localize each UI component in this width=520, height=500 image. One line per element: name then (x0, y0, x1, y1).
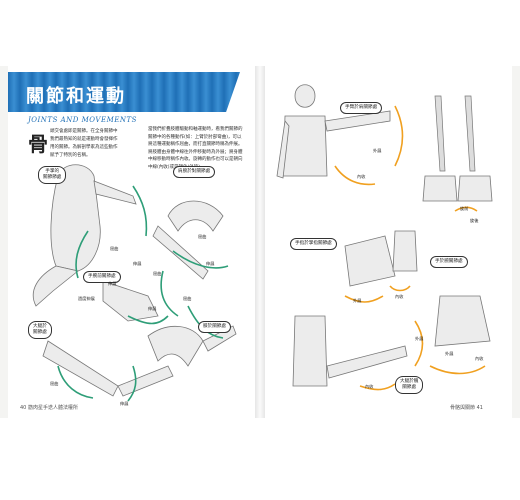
book-spread: 關節和運動 JOINTS AND MOVEMENTS 骨 頭交會處即是關節。在全… (0, 66, 520, 418)
forearm-bone-1 (434, 95, 446, 172)
figure-knee (147, 325, 204, 367)
hand-spread (344, 235, 396, 287)
label-extension-4: 伸展 (148, 306, 157, 311)
arrow-flexion-4 (160, 270, 179, 317)
callout-hand-joint: 手掌的關節節處 (38, 166, 67, 184)
callout-knee-joint: 膝於關節處 (198, 321, 231, 333)
label-adduction-3: 內收 (365, 384, 374, 389)
figure-hand (102, 280, 159, 322)
figure-leg-2 (117, 365, 174, 397)
hand-left (422, 175, 458, 202)
figure-arm (93, 180, 137, 205)
callout-shoulder-joint-text: 肩膀於對關節處 (178, 169, 211, 174)
title-banner: 關節和運動 (8, 72, 240, 112)
callout-thigh-hip-text: 大腿於髖關節處 (400, 379, 419, 390)
figure-arm-raised (324, 110, 391, 132)
callout-hand-finger-text: 手指於掌指關節處 (295, 241, 332, 246)
label-adduction-2: 內收 (395, 294, 404, 299)
arrow-leg-abduction (414, 320, 424, 367)
arrow-arm-abduction (394, 105, 404, 167)
label-extension-1: 伸展 (108, 281, 117, 286)
figure-arm-down (276, 120, 290, 179)
arrow-flexion-5 (127, 315, 169, 325)
label-flexion-2: 屈曲 (198, 234, 207, 239)
right-footer: 骨骼與關節 41 (450, 405, 483, 411)
abduction-arrows (334, 105, 486, 391)
left-footer: 40 筋肉星手迭人體法權所 (20, 405, 78, 411)
figure-torso (50, 164, 101, 272)
page-title: 關節和運動 (26, 86, 126, 107)
figure-legs (292, 315, 328, 387)
arrow-arm-adduction (334, 165, 376, 186)
callout-hip-joint-text: 大腿於關節處 (33, 324, 47, 335)
arrow-flexion-6 (57, 365, 94, 399)
arrow-finger-abduction (344, 295, 384, 303)
left-page: 關節和運動 JOINTS AND MOVEMENTS 骨 頭交會處即是關節。在全… (8, 66, 255, 418)
arrow-rotation (454, 206, 478, 212)
arrow-flexion-1 (75, 230, 89, 279)
page-subtitle: JOINTS AND MOVEMENTS (28, 116, 137, 124)
arrow-finger-adduction (389, 285, 411, 292)
figure-head (294, 84, 316, 108)
label-hyperextension: 過度伸展 (78, 296, 95, 301)
figure-thigh (32, 265, 79, 307)
right-illustrations (276, 84, 493, 391)
gutter (255, 66, 265, 418)
figure-torso-right (282, 115, 328, 177)
figure-forearm (152, 225, 209, 280)
arrow-flexion-7 (127, 365, 137, 402)
label-extension-5: 伸展 (120, 401, 129, 406)
label-adduction-1: 內收 (357, 174, 366, 179)
label-abduction-3: 外展 (415, 336, 424, 341)
left-illustrations (32, 164, 237, 402)
label-flexion-3: 屈曲 (153, 271, 162, 276)
figure-elbow (167, 200, 224, 232)
callout-hand-joint-text: 手掌的關節節處 (43, 169, 62, 180)
label-pronation: 旋前 (460, 206, 469, 211)
label-extension-2: 伸展 (206, 261, 215, 266)
figure-leg-1 (42, 340, 119, 397)
callout-hand-wrist-text: 手於腕關節處 (435, 259, 463, 264)
hand-abduct (434, 295, 491, 347)
right-page: 手臂於肩關節處 手指於掌指關節處 手於腕關節處 大腿於髖關節處 外展 內收 旋前… (265, 66, 512, 418)
callout-hip-joint: 大腿於關節處 (28, 321, 52, 339)
label-extension-3: 伸展 (133, 261, 142, 266)
arrow-leg-adduction (359, 383, 396, 391)
callout-hand-finger: 手指於掌指關節處 (290, 238, 337, 250)
arrow-flexion-3 (172, 250, 229, 269)
callout-upper-arm-shoulder-text: 手臂於肩關節處 (345, 105, 378, 110)
label-flexion-5: 屈曲 (183, 296, 192, 301)
label-abduction-4: 外展 (445, 351, 454, 356)
drop-cap: 骨 (28, 132, 48, 156)
label-flexion-4: 屈曲 (50, 381, 59, 386)
arrow-flexion-2 (132, 185, 148, 237)
callout-wrist-joint-text: 手腕前關節處 (88, 274, 116, 279)
hand-right (457, 175, 493, 202)
forearm-bone-2 (464, 95, 476, 172)
callout-thigh-hip: 大腿於髖關節處 (395, 376, 424, 394)
callout-shoulder-joint: 肩膀於對關節處 (173, 166, 216, 178)
label-abduction-1: 外展 (373, 148, 382, 153)
callout-upper-arm-shoulder: 手臂於肩關節處 (340, 102, 383, 114)
callout-knee-joint-text: 膝於關節處 (203, 324, 226, 329)
intro-text: 頭交會處即是關節。在全身關節中我們最熟知的就是運動時會發揮作用的關節。為解剖學家… (28, 128, 120, 160)
label-flexion-1: 屈曲 (110, 246, 119, 251)
callout-wrist-joint: 手腕前關節處 (83, 271, 121, 283)
figure-leg-abduct (326, 345, 408, 379)
label-abduction-2: 外展 (353, 298, 362, 303)
label-adduction-4: 內收 (475, 356, 484, 361)
label-supination: 旋後 (470, 218, 479, 223)
hand-closed (392, 230, 418, 272)
callout-hand-wrist: 手於腕關節處 (430, 256, 468, 268)
arrow-hand-abduction (429, 365, 486, 375)
intro-paragraph: 頭交會處即是關節。在全身關節中我們最熟知的就是運動時會發揮作用的關節。為解剖學家… (50, 129, 118, 158)
